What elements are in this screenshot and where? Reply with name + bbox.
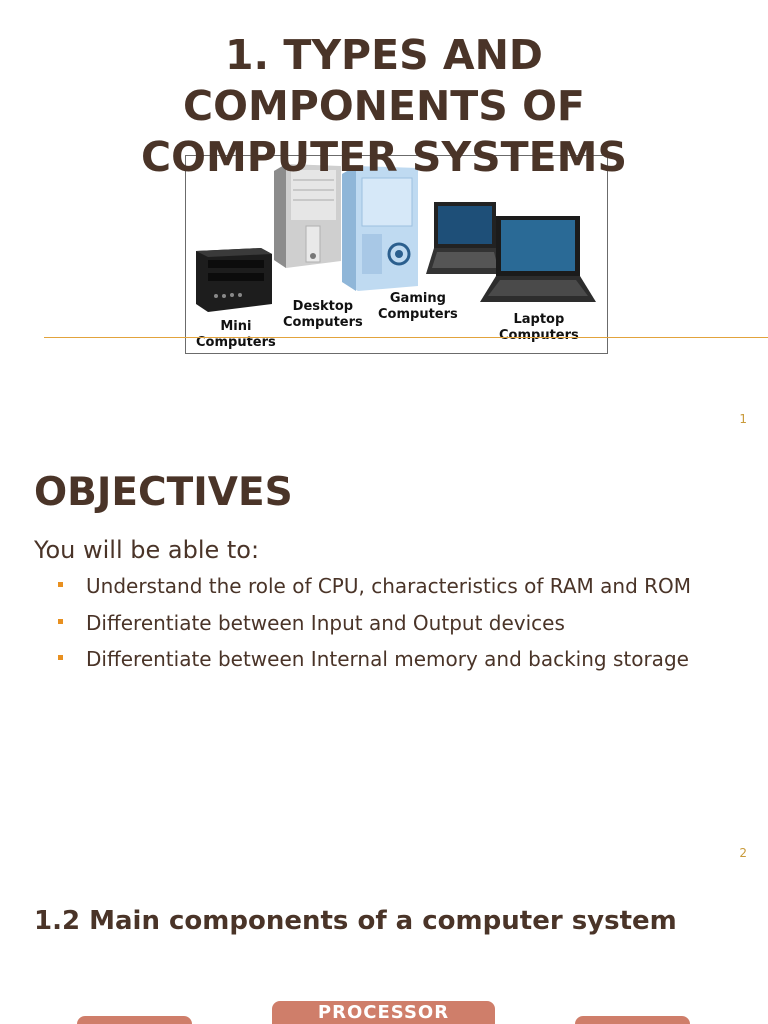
laptop-small-icon [426,202,504,274]
gaming-tower-icon [342,166,418,291]
objectives-title: OBJECTIVES [34,470,293,515]
computer-types-image: Mini Computers Desktop Computers Gaming … [185,155,608,354]
slide-1-title: 1. TYPES AND COMPONENTS OF COMPUTER SYST… [0,30,768,183]
caption-desktop: Desktop Computers [283,299,363,331]
title-line-1: 1. TYPES AND [225,31,543,79]
slide-number: 2 [739,846,747,860]
right-component-box [575,1016,690,1024]
slide-number: 1 [739,412,747,426]
slide-1: Mini Computers Desktop Computers Gaming … [0,0,768,440]
bullet-icon [58,618,63,624]
caption-desktop-line2: Computers [283,315,363,330]
title-divider [44,337,768,338]
desktop-tower-icon [274,164,341,268]
caption-desktop-line1: Desktop [292,299,354,314]
computers-illustration [196,164,596,312]
title-line-3: COMPUTER SYSTEMS [141,133,627,181]
caption-gaming: Gaming Computers [378,291,458,323]
list-item-text: Differentiate between Input and Output d… [86,610,565,635]
laptop-large-icon [480,216,596,302]
list-item-text: Differentiate between Internal memory an… [86,647,689,671]
bullet-icon [58,582,63,587]
bullet-icon [58,655,63,660]
mini-computer-icon [196,248,272,312]
list-item: Understand the role of CPU, characterist… [56,574,756,598]
caption-gaming-line1: Gaming [389,291,446,306]
list-item-text: Understand the role of CPU, characterist… [86,574,692,598]
left-component-box [77,1016,192,1024]
caption-mini: Mini Computers [196,319,276,351]
slide-2: OBJECTIVES You will be able to: Understa… [0,440,768,874]
caption-laptop-line1: Laptop [513,312,565,327]
objectives-list: Understand the role of CPU, characterist… [56,574,756,684]
processor-label: PROCESSOR [317,1002,450,1023]
title-line-2: COMPONENTS OF [183,82,585,130]
caption-mini-line2: Computers [196,335,276,350]
objectives-lead: You will be able to: [34,536,260,564]
slide-3: 1.2 Main components of a computer system… [0,874,768,1024]
caption-laptop-line2: Computers [499,328,579,343]
section-title: 1.2 Main components of a computer system [34,906,677,936]
caption-gaming-line2: Computers [378,307,458,322]
list-item: Differentiate between Internal memory an… [56,647,756,671]
caption-laptop: Laptop Computers [499,312,579,344]
list-item: Differentiate between Input and Output d… [56,611,756,635]
processor-box: PROCESSOR [272,1001,495,1024]
caption-mini-line1: Mini [220,319,252,334]
